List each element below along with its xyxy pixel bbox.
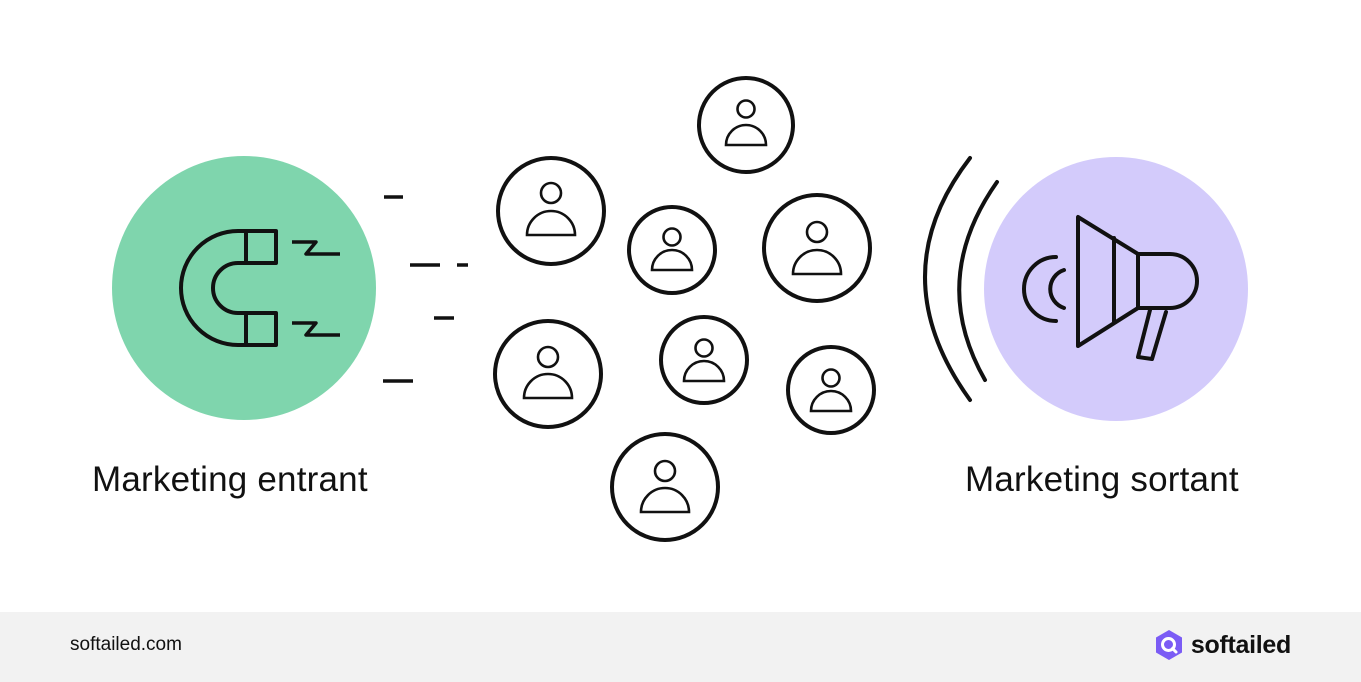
person-icon [786, 345, 876, 435]
marketing-diagram [112, 76, 1248, 542]
person-icon [496, 156, 606, 266]
megaphone-icon [1022, 215, 1199, 361]
people-group [493, 76, 876, 542]
brand-name: softailed [1190, 630, 1291, 659]
inbound-label: Marketing entrant [92, 460, 368, 499]
inbound-circle [112, 156, 376, 420]
person-icon [610, 432, 720, 542]
footer-url[interactable]: softailed.com [70, 634, 182, 655]
outbound-label: Marketing sortant [965, 460, 1239, 499]
person-icon [762, 193, 872, 303]
person-icon [493, 319, 603, 429]
footer-bar: softailed.com softailed [0, 612, 1361, 682]
motion-dashes [383, 195, 468, 383]
person-icon [697, 76, 795, 174]
softailed-logo-icon [1155, 630, 1182, 660]
person-icon [659, 315, 749, 405]
footer-brand: softailed [1155, 629, 1291, 661]
person-icon [627, 205, 717, 295]
magnet-icon [179, 229, 340, 347]
sound-waves [923, 156, 999, 402]
